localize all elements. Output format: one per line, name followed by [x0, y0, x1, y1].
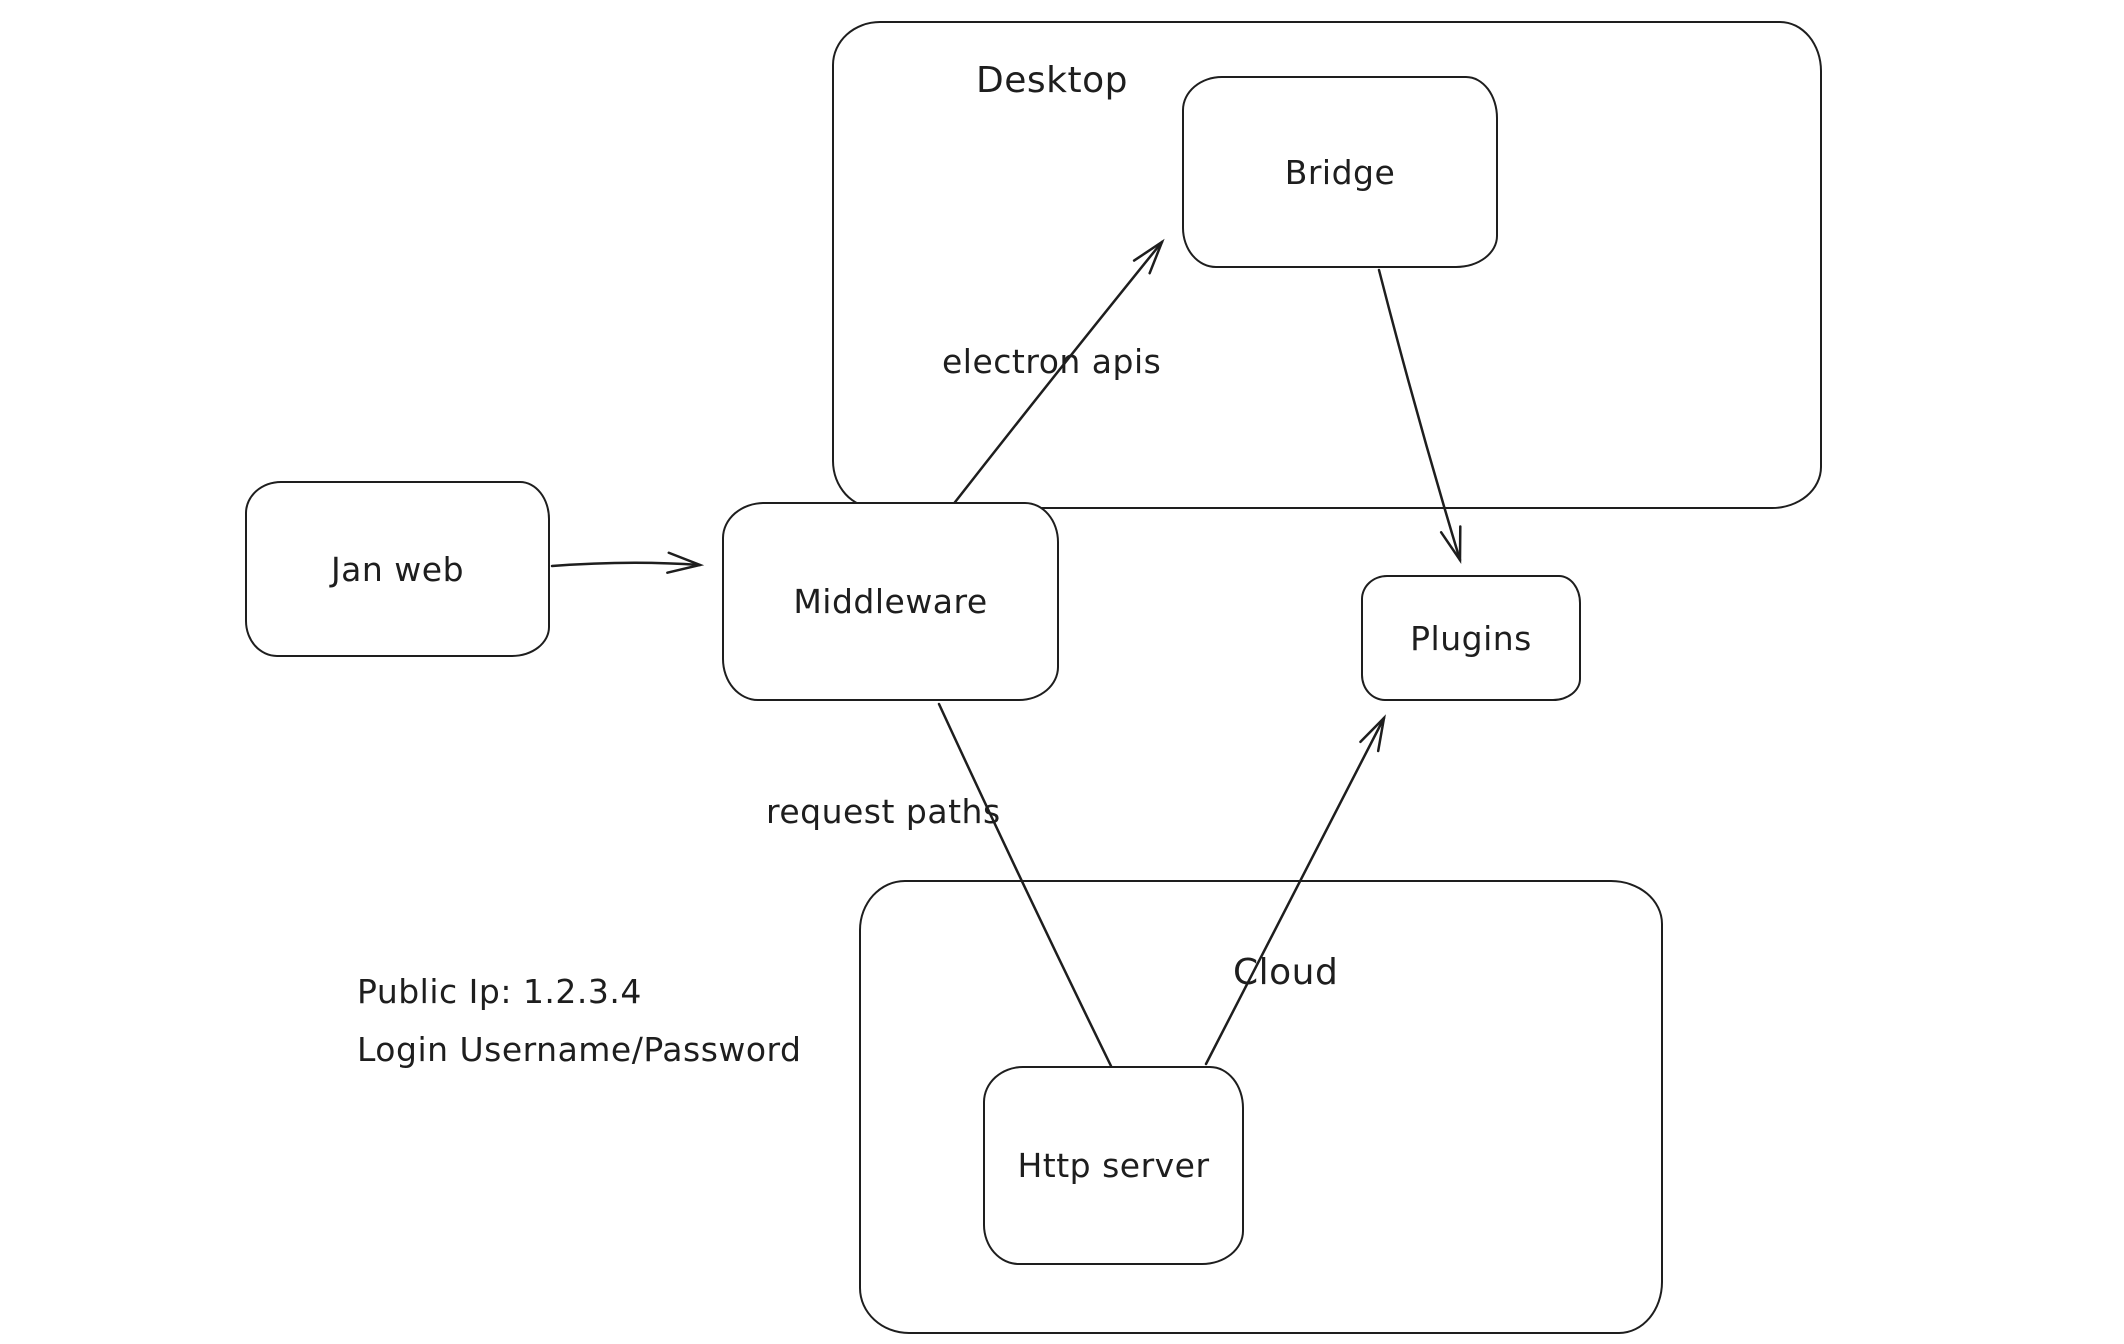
- node-middleware-label: Middleware: [793, 582, 988, 621]
- node-bridge: Bridge: [1182, 76, 1498, 268]
- cloud-container: [859, 880, 1663, 1334]
- node-plugins: Plugins: [1361, 575, 1581, 701]
- node-http-server: Http server: [983, 1066, 1244, 1265]
- edge-label-request-paths: request paths: [766, 792, 1001, 831]
- desktop-container-label: Desktop: [976, 60, 1128, 101]
- node-http-server-label: Http server: [1017, 1146, 1210, 1185]
- node-plugins-label: Plugins: [1410, 618, 1532, 658]
- annotation-login-credentials: Login Username/Password: [357, 1030, 802, 1069]
- desktop-container: [832, 21, 1822, 509]
- node-jan-web: Jan web: [245, 481, 550, 657]
- edge-janweb-to-middleware: [550, 551, 705, 574]
- edge-label-electron-apis: electron apis: [942, 342, 1162, 381]
- node-bridge-label: Bridge: [1284, 152, 1396, 192]
- node-jan-web-label: Jan web: [330, 549, 465, 589]
- cloud-container-label: Cloud: [1233, 952, 1339, 993]
- node-middleware: Middleware: [722, 502, 1059, 701]
- annotation-public-ip: Public Ip: 1.2.3.4: [357, 972, 642, 1011]
